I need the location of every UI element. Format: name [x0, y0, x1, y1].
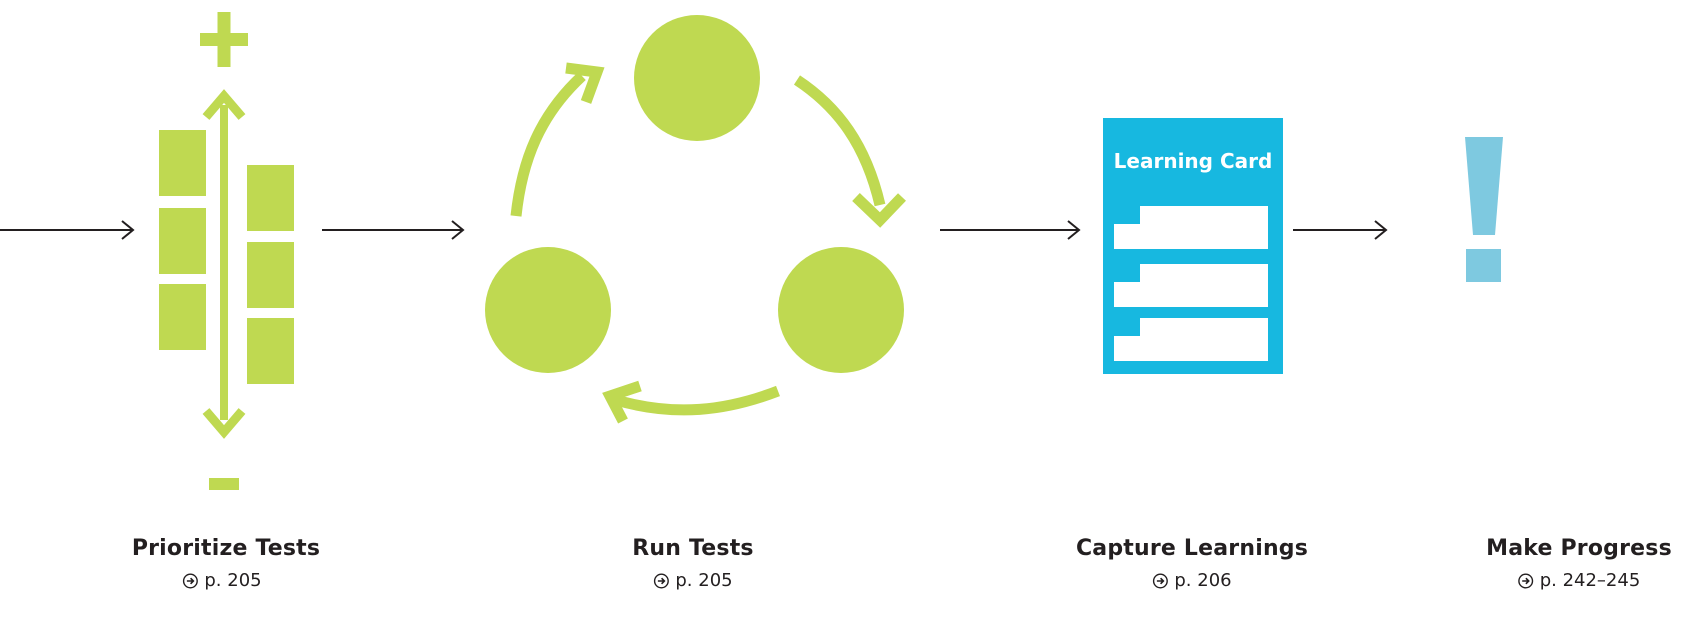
arrow-circle-icon [1152, 572, 1168, 589]
flow-arrow-2 [322, 220, 465, 240]
page-ref-run-tests: p. 205 [653, 570, 733, 591]
card-line [1114, 206, 1268, 249]
exclamation-icon [1465, 137, 1503, 282]
flow-arrow-3 [940, 220, 1081, 240]
flow-arrow-1 [0, 220, 135, 240]
page-ref-text: p. 206 [1174, 570, 1232, 591]
card-line [1114, 264, 1268, 307]
test-card [247, 165, 294, 231]
card-line [1114, 318, 1268, 361]
page-ref-prioritize-tests: p. 205 [182, 570, 262, 591]
test-card [247, 318, 294, 384]
page-ref-capture-learnings: p. 206 [1152, 570, 1232, 591]
test-card [247, 242, 294, 308]
cycle-node-left [485, 247, 611, 373]
flow-arrow-4 [1293, 220, 1388, 240]
axis-arrow-up [202, 89, 246, 120]
step-title-make-progress: Make Progress [1486, 536, 1672, 561]
learning-card-title: Learning Card [1114, 149, 1273, 173]
arrow-circle-icon [1518, 572, 1534, 589]
cycle-arrow-right [793, 75, 886, 207]
minus-sign [209, 478, 239, 490]
cycle-arrow-left [510, 71, 586, 217]
test-card [159, 130, 206, 196]
priority-axis [220, 105, 228, 420]
cycle-node-right [778, 247, 904, 373]
arrow-circle-icon [653, 572, 669, 589]
arrow-circle-icon [182, 572, 198, 589]
step-title-capture-learnings: Capture Learnings [1075, 536, 1309, 561]
test-card [159, 284, 206, 350]
page-ref-text: p. 242–245 [1539, 570, 1641, 591]
test-card [159, 208, 206, 274]
axis-arrow-down [202, 408, 246, 439]
step-title-prioritize-tests: Prioritize Tests [131, 536, 321, 561]
prioritize-tests-icon [159, 12, 294, 490]
page-ref-text: p. 205 [675, 570, 733, 591]
cycle-arrow-bottom [614, 385, 780, 416]
cycle-node-top [634, 15, 760, 141]
page-ref-make-progress: p. 242–245 [1518, 570, 1641, 591]
step-title-run-tests: Run Tests [632, 536, 754, 561]
run-tests-cycle-icon [485, 15, 906, 424]
page-ref-text: p. 205 [204, 570, 262, 591]
learning-card-icon: Learning Card [1103, 118, 1283, 374]
